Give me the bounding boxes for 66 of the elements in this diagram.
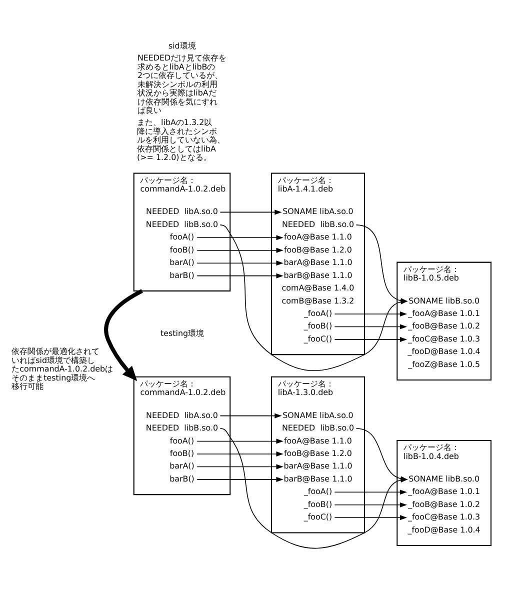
node-text: _fooC@Base 1.0.3 [408,512,480,522]
node-text: fooA() [170,436,194,445]
arrow [196,476,284,482]
label: sid環境 [168,41,196,50]
node-text: fooB@Base 1.2.0 [284,244,352,254]
node-text: SONAME libA.so.0 [282,410,354,420]
arrow [334,336,408,342]
node-text: _fooZ@Base 1.0.5 [408,359,480,368]
label: また、libAの1.3.2以降に導入されたシンボルを利用していない為、依存関係としてはlibA (>= 1.2.0)となる。 [137,118,226,162]
arrow [196,260,284,266]
node-text: fooA@Base 1.1.0 [284,232,352,242]
node-text: comA@Base 1.4.0 [282,283,354,292]
arrow [334,310,408,316]
node-text: SONAME libB.so.0 [408,474,480,483]
node-text: barA@Base 1.1.0 [284,461,352,470]
node-text: _fooC() [304,334,332,343]
node-text: _fooD@Base 1.0.4 [408,524,480,534]
node-text: _fooA() [304,486,332,496]
node-text: _fooC() [304,512,332,522]
node-text: NEEDED libA.so.0 [146,410,218,420]
arrow [220,412,282,418]
node-text: SONAME libB.so.0 [408,296,480,305]
node-text: barB() [170,474,194,483]
label: testing環境 [160,328,204,338]
node-text: _fooB@Base 1.0.2 [408,499,480,508]
node-text: fooB@Base 1.2.0 [284,448,352,458]
node-text: NEEDED libB.so.0 [282,219,354,228]
node-text: _fooB@Base 1.0.2 [408,321,480,330]
arrow [334,324,408,329]
node-text: fooB() [170,244,194,254]
arrow [104,288,143,381]
edge-label: 依存関係が最適化されていればsid環境で構築したcommandA-1.0.2.debはそのままtesting環境へ移行可能 [12,346,114,391]
node-text: fooA() [170,232,194,242]
node-text: SONAME libA.so.0 [282,206,354,216]
node-text: barA() [170,461,194,470]
node-text: NEEDED libB.so.0 [282,423,354,432]
node-text: _fooA() [304,308,332,318]
node-text: _fooA@Base 1.0.1 [408,486,480,496]
node-text: barB() [170,270,194,280]
node-text: barA() [170,258,194,267]
label: NEEDEDだけ見て依存を求めるとlibAとlibBの2つに依存しているが、未解決シンボルの利用状況から実際はlibAだけ依存関係を気にすれば良い [137,53,227,115]
node-text: fooB() [170,448,194,458]
arrow [196,438,284,444]
arrow [334,489,408,494]
arrow [334,514,408,520]
node-text: _fooB() [304,321,332,330]
arrow [196,247,284,252]
arrow [196,234,284,240]
arrow [196,272,284,278]
node-text: NEEDED libB.so.0 [146,219,218,228]
node-text: _fooB() [304,499,332,508]
node-text: fooA@Base 1.1.0 [284,436,352,445]
arrow [196,450,284,456]
arrow [196,464,284,469]
node-text: barB@Base 1.1.0 [284,270,352,280]
node-text: barA@Base 1.1.0 [284,258,352,267]
arrow [220,209,282,214]
node-text: NEEDED libA.so.0 [146,206,218,216]
arrow [356,428,408,481]
node-text: _fooA@Base 1.0.1 [408,308,480,318]
node-text: _fooD@Base 1.0.4 [408,346,480,356]
arrow [334,502,408,507]
node-text: _fooC@Base 1.0.3 [408,334,480,343]
node-text: NEEDED libB.so.0 [146,423,218,432]
node-text: barB@Base 1.1.0 [284,474,352,483]
node-text: comB@Base 1.3.2 [282,296,354,305]
